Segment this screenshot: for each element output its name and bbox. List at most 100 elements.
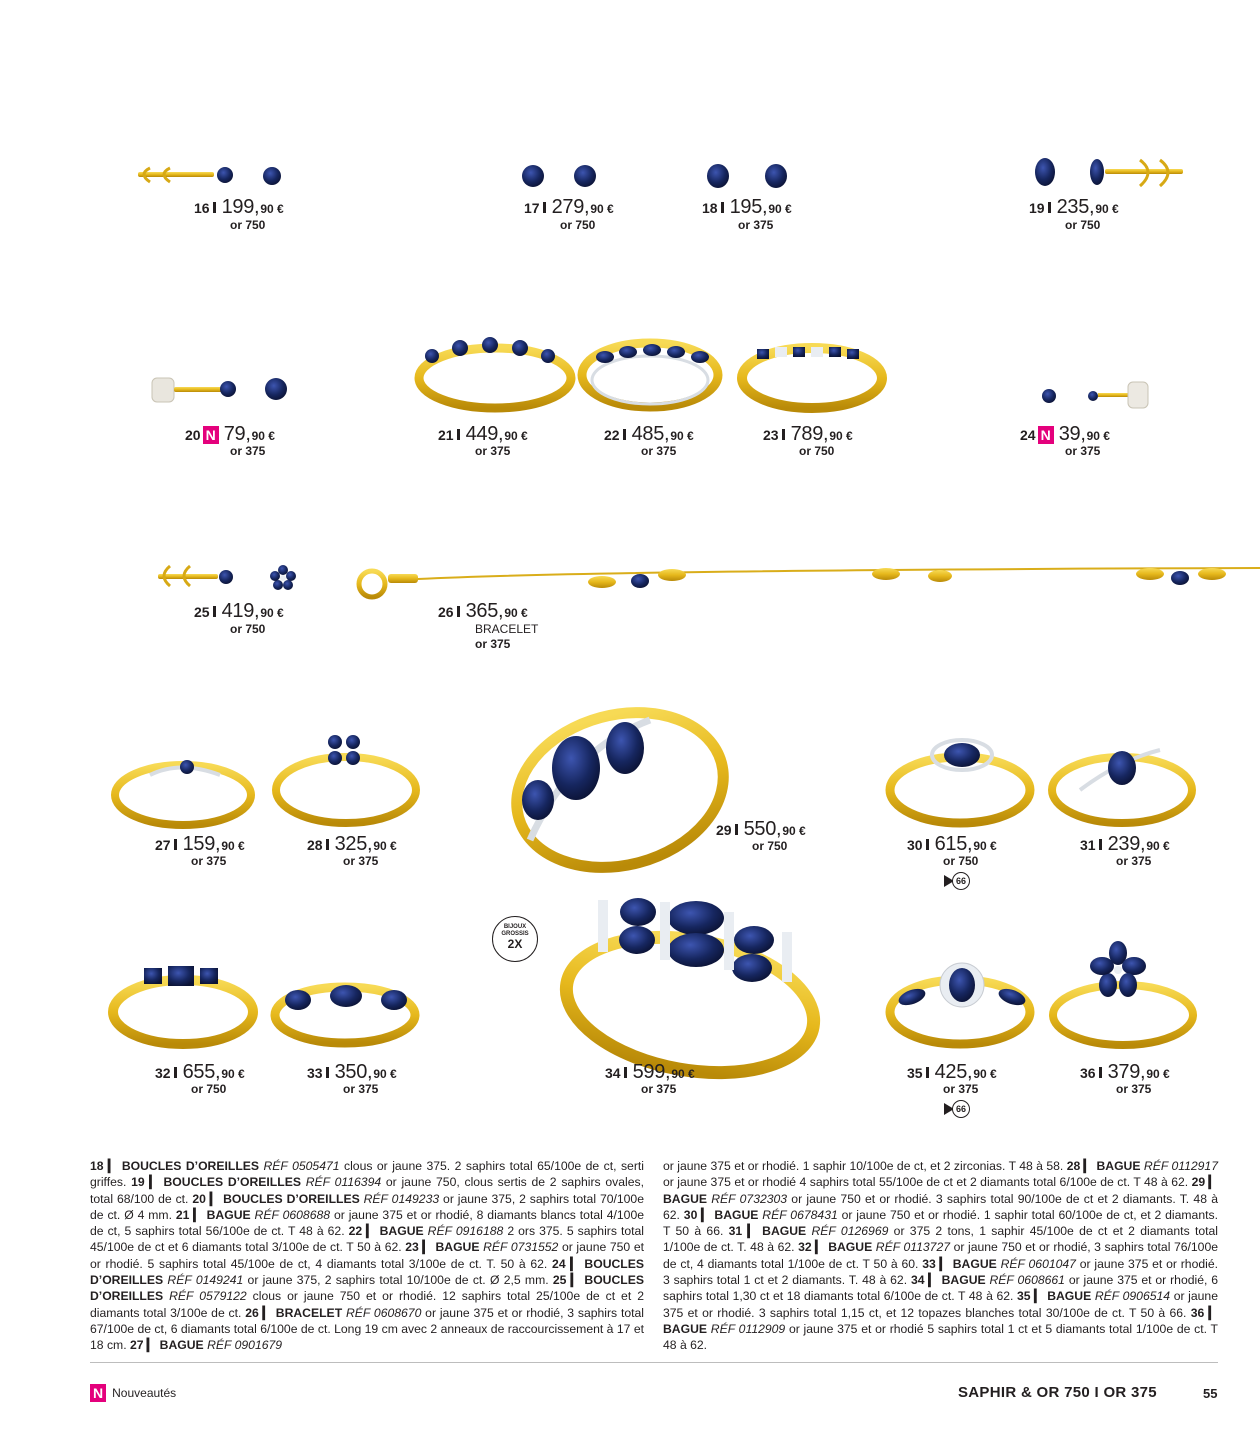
earrings-24-image (1042, 381, 1149, 409)
metal-label-19: or 750 (1065, 218, 1101, 232)
page-number: 55 (1203, 1386, 1218, 1401)
see-page-link-30[interactable]: 66 (944, 872, 970, 890)
separator (1098, 839, 1102, 850)
desc-name: BAGUE (1096, 1159, 1144, 1173)
desc-heading: 28 ▎ (1066, 1159, 1097, 1173)
metal-label-23: or 750 (799, 444, 835, 458)
desc-reference: RÉF 0579122 (169, 1289, 247, 1304)
product-description: 26 ▎ BRACELET RÉF 0608670 or jaune 375 e… (90, 1306, 644, 1353)
separator (1098, 1067, 1102, 1078)
bracelet-26-image (356, 567, 1260, 600)
price-cents: 90 € (1146, 839, 1170, 853)
desc-heading: 23 ▎ (405, 1240, 436, 1255)
metal-label-33: or 375 (343, 1082, 379, 1096)
product-description: 22 ▎ BAGUE RÉF 0916188 2 ors 375. 5 saph… (90, 1224, 644, 1254)
desc-heading: 19 ▎ (131, 1175, 164, 1190)
price-tag-32: 32 655,90 € (155, 1061, 245, 1084)
ring-32-image (108, 966, 258, 1049)
separator (325, 1067, 329, 1078)
item-number: 23 (763, 427, 779, 443)
desc-heading: 20 ▎ (192, 1191, 224, 1206)
ring-34-image (559, 898, 821, 1080)
desc-reference: RÉF 0505471 (263, 1159, 340, 1173)
desc-reference: RÉF 0113727 (875, 1240, 951, 1255)
desc-name: BAGUE (1047, 1289, 1095, 1304)
desc-text: clous or jaune 750 et or rhodié. 12 saph… (90, 1289, 644, 1320)
desc-name: BAGUE (435, 1240, 484, 1255)
price-euros: 279, (551, 196, 590, 218)
price-tag-27: 27 159,90 € (155, 833, 245, 856)
price-cents: 90 € (973, 839, 997, 853)
see-page-link-35[interactable]: 66 (944, 1100, 970, 1118)
earrings-19-image (1035, 158, 1183, 188)
price-euros: 599, (632, 1061, 671, 1083)
product-description: 30 ▎ BAGUE RÉF 0678431 or jaune 750 et o… (663, 1208, 1218, 1238)
separator (456, 606, 460, 617)
separator (212, 606, 216, 617)
product-description: 24 ▎ BOUCLES D’OREILLES RÉF 0149241 or j… (90, 1257, 644, 1287)
ring-30-image (885, 738, 1035, 828)
item-number: 29 (716, 822, 732, 838)
price-euros: 325, (334, 833, 373, 855)
price-tag-19: 19 235,90 € (1029, 196, 1119, 219)
desc-text: or jaune 750 et or rhodié, 3 saphirs tot… (663, 1240, 1219, 1271)
item-number: 17 (524, 200, 540, 216)
price-euros: 365, (465, 600, 504, 622)
earrings-25-image (158, 564, 296, 590)
desc-reference: RÉF 0731552 (483, 1240, 559, 1255)
price-tag-26: 26 365,90 € (438, 600, 528, 623)
metal-label-25: or 750 (230, 622, 266, 636)
separator (734, 824, 738, 835)
desc-reference: RÉF 0126969 (811, 1224, 889, 1239)
price-tag-16: 16 199,90 € (194, 196, 284, 219)
desc-heading: 35 ▎ (1017, 1289, 1048, 1304)
earrings-16-image (138, 166, 281, 185)
price-cents: 90 € (260, 606, 284, 620)
desc-text: or jaune 375 et or rhodié 5 saphirs tota… (663, 1321, 1218, 1353)
product-description: 18 ▎ BOUCLES D’OREILLES RÉF 0505471 clou… (90, 1159, 644, 1189)
desc-text: or jaune 375 et or rhodié. 1 saphir 10/1… (663, 1159, 1067, 1173)
price-cents: 90 € (1146, 1067, 1170, 1081)
desc-text: or jaune 375 et or rhodié, 8 diamants bl… (90, 1207, 645, 1239)
zoom-line2: GROSSIS (501, 931, 529, 937)
price-tag-34: 34 599,90 € (605, 1061, 695, 1084)
price-tag-24: 24 N 39,90 € (1020, 423, 1110, 446)
price-cents: 90 € (671, 1067, 695, 1081)
price-euros: 615, (934, 833, 973, 855)
desc-name: BAGUE (762, 1224, 812, 1239)
price-tag-18: 18 195,90 € (702, 196, 792, 219)
desc-heading: 29 ▎ (1191, 1175, 1218, 1190)
footer-legend: N Nouveautés (90, 1384, 176, 1402)
ring-36-image (1049, 941, 1197, 1049)
ring-33-image (270, 982, 420, 1048)
desc-name: BAGUE (714, 1207, 763, 1222)
product-description: 27 ▎ BAGUE RÉF 0901679 (130, 1338, 282, 1352)
footer-divider (90, 1362, 1218, 1363)
product-description: 33 ▎ BAGUE RÉF 0601047 or jaune 375 et o… (663, 1257, 1218, 1287)
price-tag-30: 30 615,90 € (907, 833, 997, 856)
desc-reference: RÉF 0608661 (989, 1273, 1065, 1288)
desc-text: or jaune 375 et or rhodié. 3 saphirs tot… (663, 1289, 1218, 1320)
desc-text: or jaune 750 et or rhodié. 3 saphirs tot… (663, 1191, 1218, 1222)
earrings-18-image (707, 164, 787, 188)
earrings-17-image (522, 165, 596, 187)
product-description: 28 ▎ BAGUE RÉF 0112917 or jaune 375 et o… (663, 1159, 1218, 1189)
price-euros: 235, (1056, 196, 1095, 218)
desc-reference: RÉF 0112909 (710, 1321, 786, 1336)
desc-reference: RÉF 0901679 (207, 1338, 283, 1353)
desc-text: or jaune 375 et or rhodié. 3 saphirs tot… (663, 1256, 1218, 1288)
separator (456, 429, 460, 440)
desc-name: BOUCLES D’OREILLES (90, 1273, 644, 1304)
item-number: 26 (438, 604, 454, 620)
separator (622, 429, 626, 440)
desc-text: or jaune 750 et or rhodié. 1 saphir tota… (663, 1207, 1218, 1239)
price-cents: 90 € (373, 1067, 397, 1081)
price-cents: 90 € (251, 429, 275, 443)
metal-label-36: or 375 (1116, 1082, 1152, 1096)
item-number: 25 (194, 604, 210, 620)
price-cents: 90 € (221, 1067, 245, 1081)
description-column-right: or jaune 375 et or rhodié. 1 saphir 10/1… (663, 1158, 1218, 1354)
metal-label-22: or 375 (641, 444, 677, 458)
metal-label-30: or 750 (943, 854, 979, 868)
desc-heading: 25 ▎ (552, 1273, 585, 1288)
